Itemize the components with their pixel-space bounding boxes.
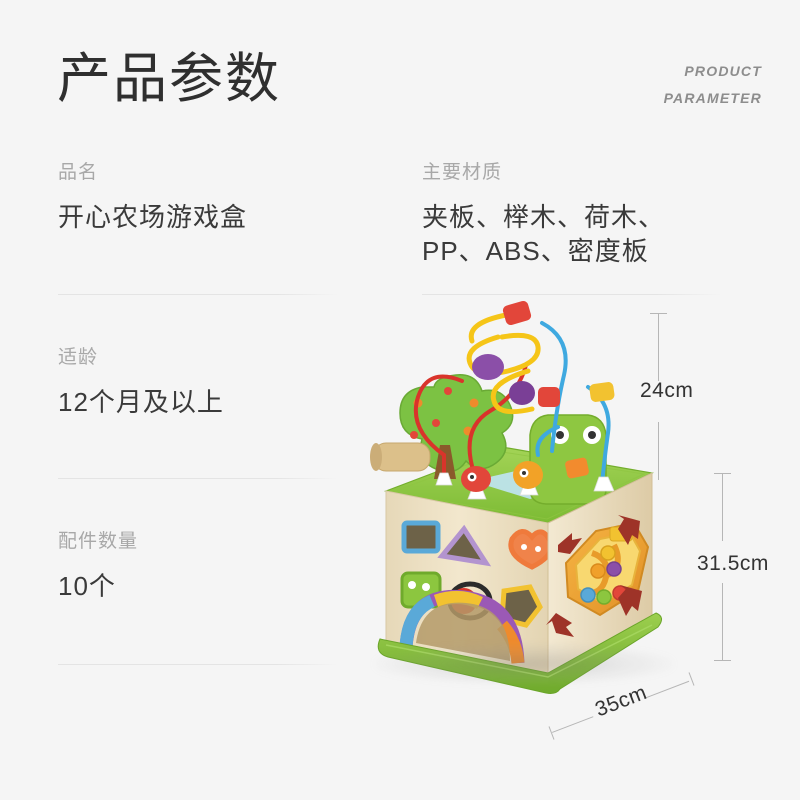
maze-bead — [590, 563, 606, 579]
direction-arrows — [546, 515, 642, 637]
spec-value: 12个月及以上 — [58, 387, 224, 417]
spec-label: 适龄 — [58, 347, 99, 368]
dim-line — [658, 422, 659, 480]
dimension-label-35cm: 35cm — [592, 680, 651, 722]
divider-3 — [58, 664, 338, 665]
dim-line — [722, 583, 723, 661]
product-side-face — [546, 472, 653, 678]
dimension-label-24cm: 24cm — [640, 379, 694, 402]
spec-product-name: 品名 开心农场游戏盒 — [58, 163, 247, 234]
divider-1 — [58, 294, 338, 295]
eyebrow-label: PRODUCT PARAMETER — [664, 58, 762, 111]
dimension-width: 35cm — [548, 672, 696, 740]
maze-bead — [596, 589, 612, 605]
triangle-hole — [437, 524, 492, 567]
bead-maze — [399, 300, 615, 505]
rainbow-arch-tunnel — [399, 589, 525, 664]
fish-topper-yellow — [513, 461, 543, 489]
bead-stand — [593, 476, 615, 492]
spec-label: 主要材质 — [422, 162, 503, 183]
fish-topper — [461, 466, 491, 492]
spec-value-line-2: PP、ABS、密度板 — [422, 236, 649, 267]
product-base — [377, 612, 662, 694]
dim-line — [644, 680, 690, 699]
dim-line — [552, 716, 594, 733]
spec-main-material: 主要材质 夹板、榉木、荷木、 PP、ABS、密度板 — [422, 163, 665, 269]
maze-bead — [580, 587, 596, 603]
product-image — [352, 295, 692, 725]
divider-2 — [58, 478, 338, 479]
spec-label: 配件数量 — [58, 531, 139, 552]
spec-accessory-count: 配件数量 10个 — [58, 532, 138, 603]
product-shadow — [374, 643, 674, 685]
square-hole — [401, 520, 441, 554]
page-title: 产品参数 — [57, 49, 281, 109]
spec-value: 开心农场游戏盒 — [58, 202, 248, 232]
maze-bead — [606, 561, 622, 577]
spec-age-range: 适龄 12个月及以上 — [58, 348, 224, 419]
product-illustration — [370, 300, 662, 694]
bead-stand — [435, 472, 453, 486]
dim-line — [658, 313, 659, 381]
spec-value: 10个 — [58, 571, 116, 601]
dimension-label-31.5cm: 31.5cm — [697, 552, 769, 575]
product-front-face — [385, 490, 554, 678]
eyebrow-line-1: PRODUCT — [684, 63, 762, 79]
divider-4 — [422, 294, 722, 295]
dim-line — [722, 473, 723, 541]
wooden-mallet — [370, 442, 431, 472]
eyebrow-line-2: PARAMETER — [663, 89, 762, 106]
spec-value-line-1: 夹板、榉木、荷木、 — [422, 202, 666, 232]
maze-bead — [600, 545, 616, 561]
spec-label: 品名 — [58, 162, 99, 183]
